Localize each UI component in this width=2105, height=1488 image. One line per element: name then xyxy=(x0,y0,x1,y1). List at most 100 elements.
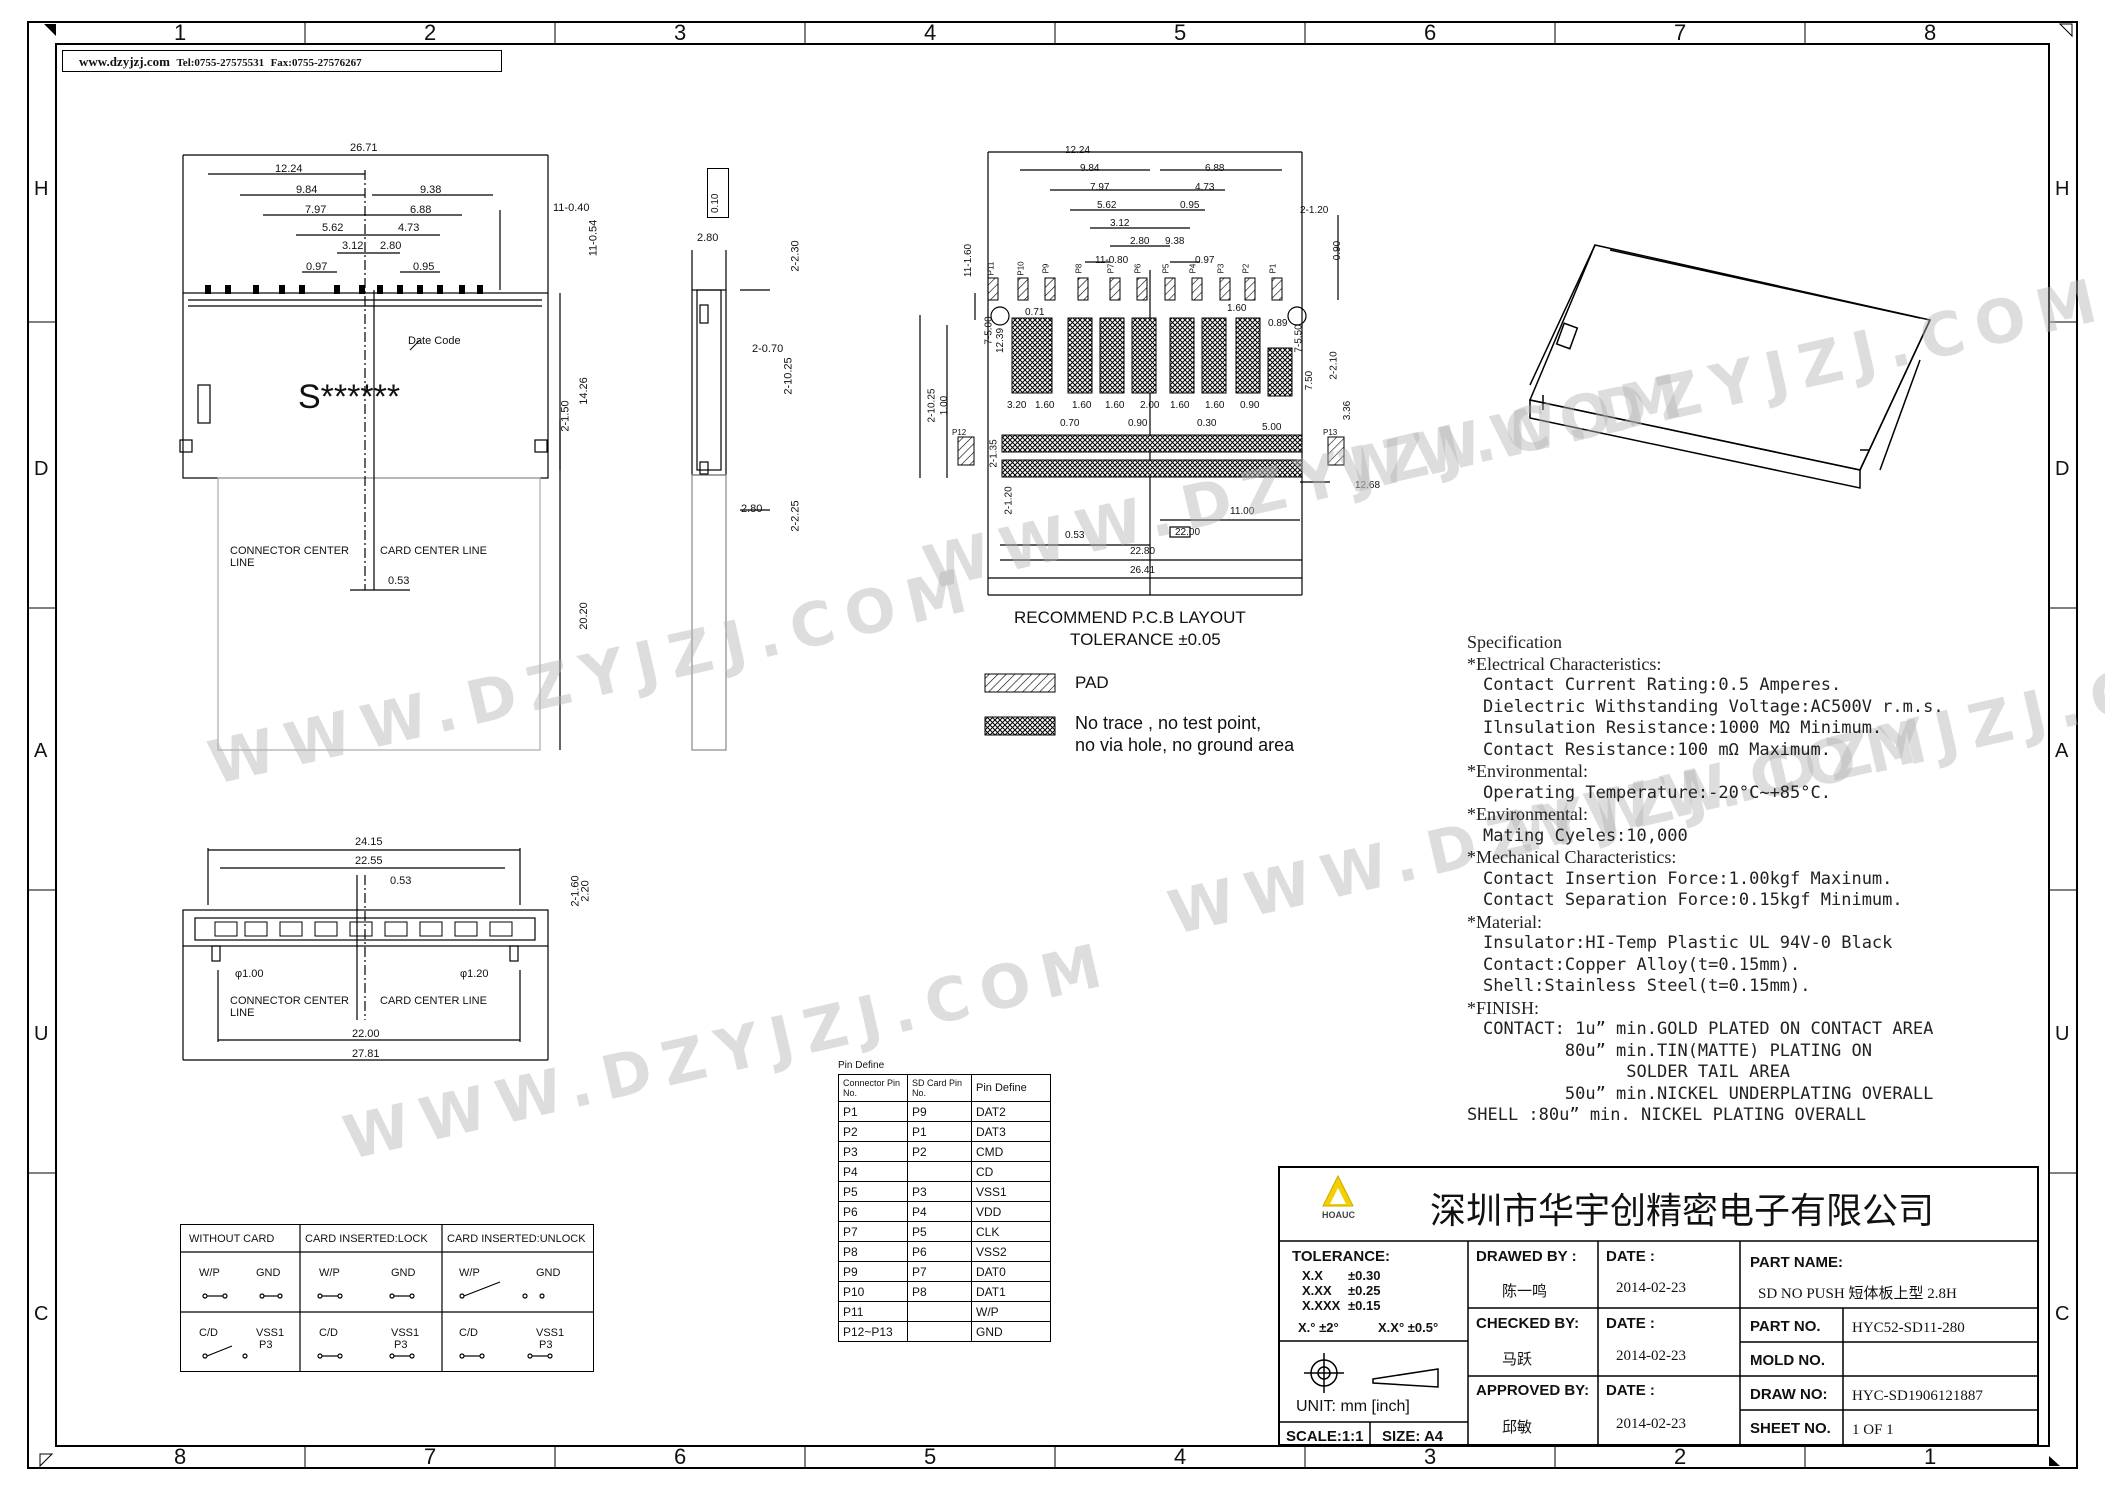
approved-by-label: APPROVED BY: xyxy=(1476,1382,1590,1399)
spec-shell: SHELL :80u” min. NICKEL PLATING OVERALL xyxy=(1467,1105,1867,1125)
pcb-dimension: 0.70 xyxy=(1060,418,1080,429)
part-no-label: PART NO. xyxy=(1750,1318,1821,1335)
vss1-label-3: VSS1 xyxy=(536,1327,565,1339)
drawed-by-value: 陈一鸣 xyxy=(1502,1284,1548,1300)
spec-sections: *Electrical Characteristics:Contact Curr… xyxy=(1467,654,1944,1106)
pcb-dimension: 0.89 xyxy=(1268,318,1288,329)
spec-item: Contact Insertion Force:1.00kgf Maxinum. xyxy=(1483,868,1893,889)
right-zone-label: A xyxy=(2055,740,2069,762)
scale-label: SCALE:1:1 xyxy=(1286,1428,1364,1445)
pcb-dimension: 11.00 xyxy=(1230,506,1255,517)
dim-top-097: 0.97 xyxy=(306,261,328,273)
pcb-pin-label: P1 xyxy=(1268,263,1278,274)
sheet-no-label: SHEET NO. xyxy=(1750,1420,1831,1437)
date-value-2: 2014-02-23 xyxy=(1616,1348,1686,1364)
part-name-label: PART NAME: xyxy=(1750,1254,1844,1271)
spec-item: Contact Current Rating:0.5 Amperes. xyxy=(1483,675,1842,695)
pin-cell: P11 xyxy=(838,1301,908,1322)
pin-cell: P2 xyxy=(838,1121,908,1142)
dim-top-984: 9.84 xyxy=(296,184,318,196)
p3-label-2: P3 xyxy=(394,1339,408,1351)
top-zone-label: 5 xyxy=(1174,20,1187,45)
top-zone-label: 2 xyxy=(424,20,437,45)
pin-cell: DAT2 xyxy=(971,1101,1051,1122)
pcb-pin-label: P5 xyxy=(1161,263,1171,274)
pin-cell xyxy=(907,1161,972,1182)
p3-label-3: P3 xyxy=(539,1339,553,1351)
spec-item: Shell:Stainless Steel(t=0.15mm). xyxy=(1483,976,1811,996)
pin-cell: CLK xyxy=(971,1221,1051,1242)
pin-cell: P6 xyxy=(907,1241,972,1262)
date-label-2: DATE : xyxy=(1606,1315,1655,1332)
spec-item: Dielectric Withstanding Voltage:AC500V r… xyxy=(1483,696,1944,717)
pin-cell xyxy=(907,1321,972,1342)
dim-side-280b: 2.80 xyxy=(741,503,763,515)
spec-heading: *Material: xyxy=(1467,911,1542,932)
pcb-pin-label: P6 xyxy=(1133,263,1143,274)
bottom-zone-label: 3 xyxy=(1424,1444,1437,1469)
pcb-dimension: 0.53 xyxy=(1065,530,1085,541)
mold-no-label: MOLD NO. xyxy=(1750,1352,1825,1369)
spec-heading: *FINISH: xyxy=(1467,997,1540,1018)
dim-top-312: 3.12 xyxy=(342,240,364,252)
spec-item: Contact Separation Force:0.15kgf Minimum… xyxy=(1483,890,1903,910)
dim-top-095: 0.95 xyxy=(413,261,435,273)
pcb-dimension: 11-0.80 xyxy=(1095,255,1129,266)
pin-cell: P1 xyxy=(838,1101,908,1122)
right-zone-label: U xyxy=(2055,1023,2070,1045)
pcb-dimension: 2.80 xyxy=(1130,236,1150,247)
pcb-dimension: 1.60 xyxy=(1072,400,1092,411)
pin-cell: P3 xyxy=(907,1181,972,1202)
pin-cell: P10 xyxy=(838,1281,908,1302)
header-contact: www.dzyjzj.com Tel:0755-27575531 Fax:075… xyxy=(62,50,502,72)
tel-text: Tel:0755-27575531 xyxy=(176,57,265,69)
part-name-value: SD NO PUSH 短体板上型 2.8H xyxy=(1758,1286,1957,1302)
dim-top-2-150: 2-1.50 xyxy=(559,400,572,432)
pin-cell: P9 xyxy=(907,1101,972,1122)
tolerance-row: X.XXX±0.15 xyxy=(1302,1298,1380,1313)
pcb-dimension: 12.39 xyxy=(995,327,1007,354)
spec-item: 80u” min.TIN(MATTE) PLATING ON xyxy=(1483,1040,1872,1061)
front-connector-center-label: CONNECTOR CENTER LINE xyxy=(230,995,349,1019)
dim-side-2-225: 2-2.25 xyxy=(789,500,802,532)
tolerance-label: TOLERANCE: xyxy=(1292,1248,1391,1265)
dim-top-280: 2.80 xyxy=(380,240,402,252)
part-no-value: HYC52-SD11-280 xyxy=(1852,1320,1965,1336)
pcb-dimension: 6.88 xyxy=(1205,163,1225,174)
size-label: SIZE: A4 xyxy=(1382,1428,1444,1445)
date-value-3: 2014-02-23 xyxy=(1616,1416,1686,1432)
pcb-dimension: 1.60 xyxy=(1205,400,1225,411)
pin-cell: P8 xyxy=(838,1241,908,1262)
pin-cell: DAT0 xyxy=(971,1261,1051,1282)
dim-top-938: 9.38 xyxy=(420,184,442,196)
bottom-zone-label: 7 xyxy=(424,1444,437,1469)
checked-by-label: CHECKED BY: xyxy=(1476,1315,1580,1332)
pin-cell: P5 xyxy=(838,1181,908,1202)
marking-text: S****** xyxy=(298,378,401,416)
pcb-dimension: 5.62 xyxy=(1097,200,1117,211)
pin-cell: P8 xyxy=(907,1281,972,1302)
flatness-box: 0.10 xyxy=(707,168,729,218)
pcb-pin-label: P3 xyxy=(1216,263,1226,274)
pin-cell: VDD xyxy=(971,1201,1051,1222)
spec-item: 50u” min.NICKEL UNDERPLATING OVERALL xyxy=(1483,1083,1934,1104)
pcb-dimension: 5.00 xyxy=(1262,422,1282,433)
pcb-dimension: 4.73 xyxy=(1195,182,1215,193)
pcb-pin-label: P13 xyxy=(1323,428,1338,437)
pcb-dimension: 9.38 xyxy=(1165,236,1185,247)
p3-label-1: P3 xyxy=(259,1339,273,1351)
dim-top-overall: 26.71 xyxy=(350,142,378,154)
spec-heading: *Electrical Characteristics: xyxy=(1467,653,1662,674)
pin-cell: P1 xyxy=(907,1121,972,1142)
spec-item: Insulator:HI-Temp Plastic UL 94V-0 Black xyxy=(1483,933,1893,953)
dim-side-2-230: 2-2.30 xyxy=(789,240,802,272)
pin-cell: P9 xyxy=(838,1261,908,1282)
pin-cell: W/P xyxy=(971,1301,1051,1322)
pcb-pin-label: P11 xyxy=(986,261,996,276)
